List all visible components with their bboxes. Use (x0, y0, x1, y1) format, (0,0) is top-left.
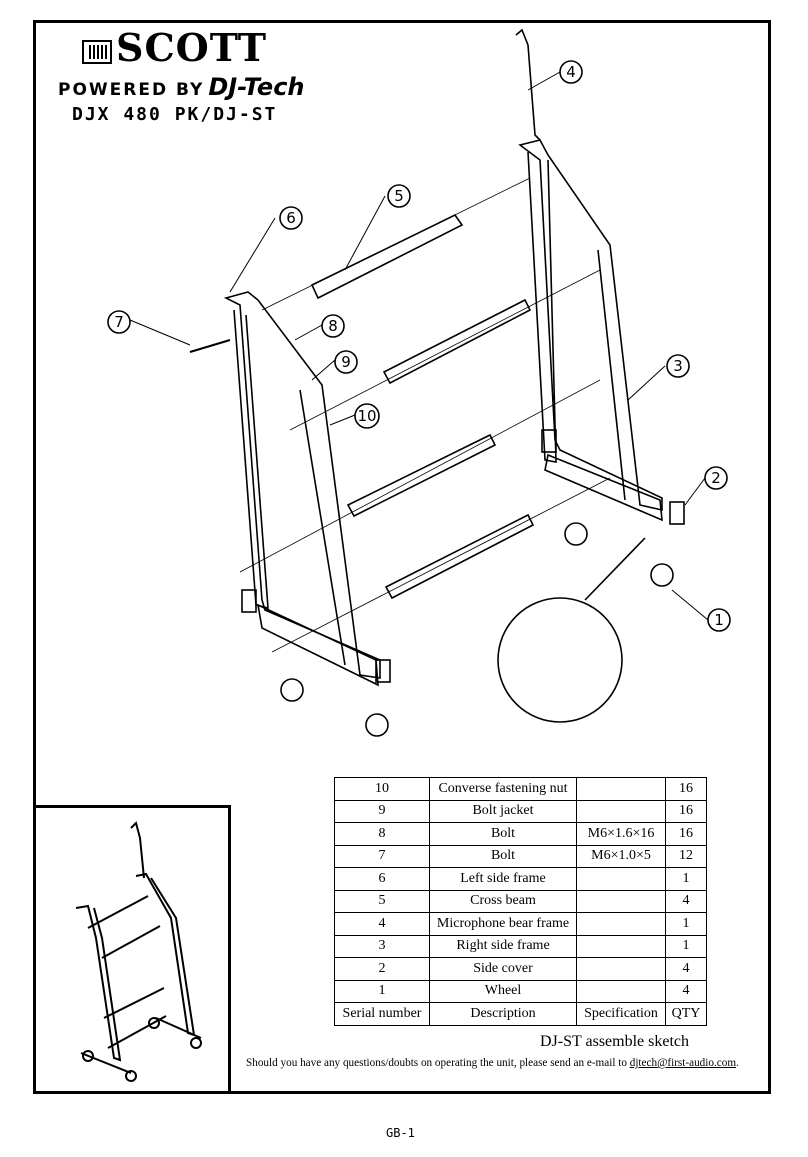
cell-serial: 9 (334, 799, 430, 823)
cell-specification: M6×1.0×5 (576, 844, 666, 868)
cross-beam-4 (384, 513, 535, 600)
wheel-1 (280, 678, 304, 702)
cross-beam-1 (310, 213, 464, 300)
cell-qty: 4 (665, 979, 707, 1003)
cell-serial: 2 (334, 957, 430, 981)
header-qty: QTY (665, 1002, 707, 1026)
cell-specification (576, 889, 666, 913)
powered-by-text: POWERED BY (58, 80, 205, 100)
header-description: Description (429, 1002, 577, 1026)
cell-specification (576, 867, 666, 891)
page-number: GB-1 (386, 1126, 415, 1140)
cell-specification: M6×1.6×16 (576, 822, 666, 846)
cell-serial: 3 (334, 934, 430, 958)
side-cover-4 (669, 501, 685, 525)
contact-suffix: . (736, 1057, 739, 1069)
cell-description: Cross beam (429, 889, 577, 913)
contact-text: Should you have any questions/doubts on … (246, 1057, 627, 1069)
microphone-holder (515, 28, 541, 141)
callout-3: 3 (673, 357, 683, 375)
cell-qty: 12 (665, 844, 707, 868)
assembled-view-box (33, 805, 231, 1094)
cell-qty: 1 (665, 867, 707, 891)
side-cover-2 (375, 659, 391, 683)
cell-serial: 1 (334, 979, 430, 1003)
assembled-stand-drawing (75, 821, 202, 1082)
cell-description: Bolt jacket (429, 799, 577, 823)
model-name: DJX 480 PK/DJ-ST (72, 104, 278, 125)
cell-serial: 4 (334, 912, 430, 936)
callout-5: 5 (394, 187, 404, 205)
cell-qty: 4 (665, 889, 707, 913)
cell-serial: 7 (334, 844, 430, 868)
cell-specification (576, 777, 666, 801)
wheel-detail-circle (497, 597, 623, 723)
callout-9: 9 (341, 353, 351, 371)
cell-description: Bolt (429, 822, 577, 846)
partner-brand: DJ-Tech (208, 73, 305, 101)
cell-specification (576, 799, 666, 823)
left-side-frame (223, 291, 381, 679)
callout-2: 2 (711, 469, 721, 487)
brand-logo-word: SCOTT (116, 25, 267, 70)
callout-8: 8 (328, 317, 338, 335)
side-cover-1 (241, 589, 257, 613)
callout-7: 7 (114, 313, 124, 331)
header-specification: Specification (576, 1002, 666, 1026)
contact-email-link[interactable]: djtech@first-audio.com (629, 1057, 737, 1069)
wheel-2 (365, 713, 389, 737)
cell-specification (576, 912, 666, 936)
cell-specification (576, 934, 666, 958)
contact-line: Should you have any questions/doubts on … (246, 1057, 739, 1069)
cell-specification (576, 957, 666, 981)
side-cover-3 (541, 429, 557, 453)
sketch-title: DJ-ST assemble sketch (540, 1033, 690, 1050)
cell-description: Right side frame (429, 934, 577, 958)
right-side-frame (518, 139, 663, 512)
callout-4: 4 (566, 63, 576, 81)
cell-description: Wheel (429, 979, 577, 1003)
cell-description: Bolt (429, 844, 577, 868)
cell-description: Side cover (429, 957, 577, 981)
cell-description: Converse fastening nut (429, 777, 577, 801)
wheel-3 (564, 522, 588, 546)
cell-description: Left side frame (429, 867, 577, 891)
scott-logo-icon (82, 40, 112, 64)
page-border (33, 20, 771, 1094)
cell-specification (576, 979, 666, 1003)
header-serial: Serial number (334, 1002, 430, 1026)
cell-serial: 6 (334, 867, 430, 891)
cell-qty: 1 (665, 912, 707, 936)
cell-serial: 5 (334, 889, 430, 913)
callout-6: 6 (286, 209, 296, 227)
cell-qty: 4 (665, 957, 707, 981)
cell-serial: 8 (334, 822, 430, 846)
callout-10: 10 (357, 407, 376, 425)
cell-qty: 16 (665, 777, 707, 801)
cell-description: Microphone bear frame (429, 912, 577, 936)
cell-serial: 10 (334, 777, 430, 801)
cell-qty: 16 (665, 822, 707, 846)
cell-qty: 1 (665, 934, 707, 958)
callout-1: 1 (714, 611, 724, 629)
cell-qty: 16 (665, 799, 707, 823)
wheel-4 (650, 563, 674, 587)
